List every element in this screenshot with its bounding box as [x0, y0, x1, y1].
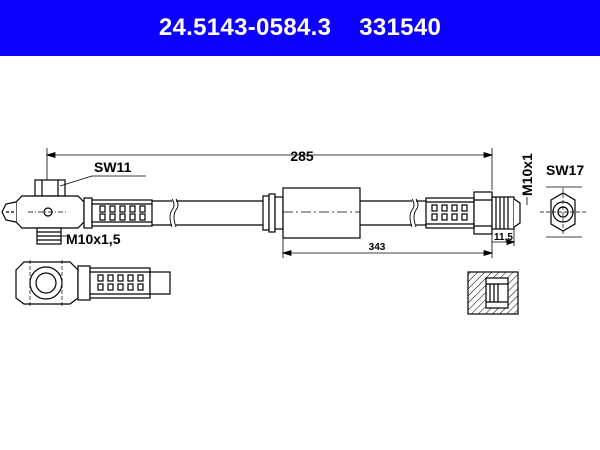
left-crimp-sleeve: [83, 197, 153, 229]
part-number: 24.5143-0584.3: [158, 14, 332, 41]
right-hex-end-view: [540, 186, 586, 238]
dimension-285-label: 285: [290, 148, 314, 164]
reference-code: 331540: [359, 14, 442, 41]
dimension-343: [281, 232, 494, 258]
left-banjo-fitting: [1, 179, 85, 245]
left-top-crimp-sleeve: [89, 267, 171, 299]
right-nut-fitting: [473, 191, 521, 235]
port-cross-section: [467, 271, 519, 315]
label-sw11: SW11: [94, 159, 132, 175]
label-sw17: SW17: [546, 162, 584, 178]
middle-bracket: [262, 187, 361, 239]
dimension-11-5: [492, 229, 516, 246]
title-bar: 24.5143-0584.3 331540: [0, 0, 600, 56]
brake-hose: [152, 198, 426, 228]
left-banjo-top-view: [15, 260, 91, 306]
technical-drawing: 285 SW11 M10x1,5: [1, 148, 586, 315]
dimension-343-label: 343: [369, 242, 386, 253]
label-m10x15: M10x1,5: [66, 231, 121, 247]
label-m10x1: M10x1: [519, 153, 535, 196]
right-crimp-sleeve: [425, 197, 475, 229]
dimension-11-5-label: 11,5: [494, 232, 513, 243]
